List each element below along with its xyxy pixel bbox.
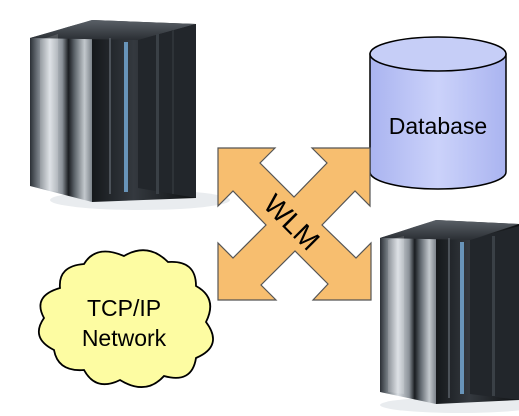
network-label-line1: TCP/IP — [87, 295, 161, 321]
database-label: Database — [389, 113, 487, 139]
wlm-arrow: WLM — [217, 147, 372, 301]
network-label-line2: Network — [82, 325, 167, 351]
database-cylinder: Database — [369, 36, 507, 190]
server-icon — [30, 20, 230, 210]
network-cloud: TCP/IP Network — [37, 249, 214, 388]
server-icon — [380, 220, 519, 413]
